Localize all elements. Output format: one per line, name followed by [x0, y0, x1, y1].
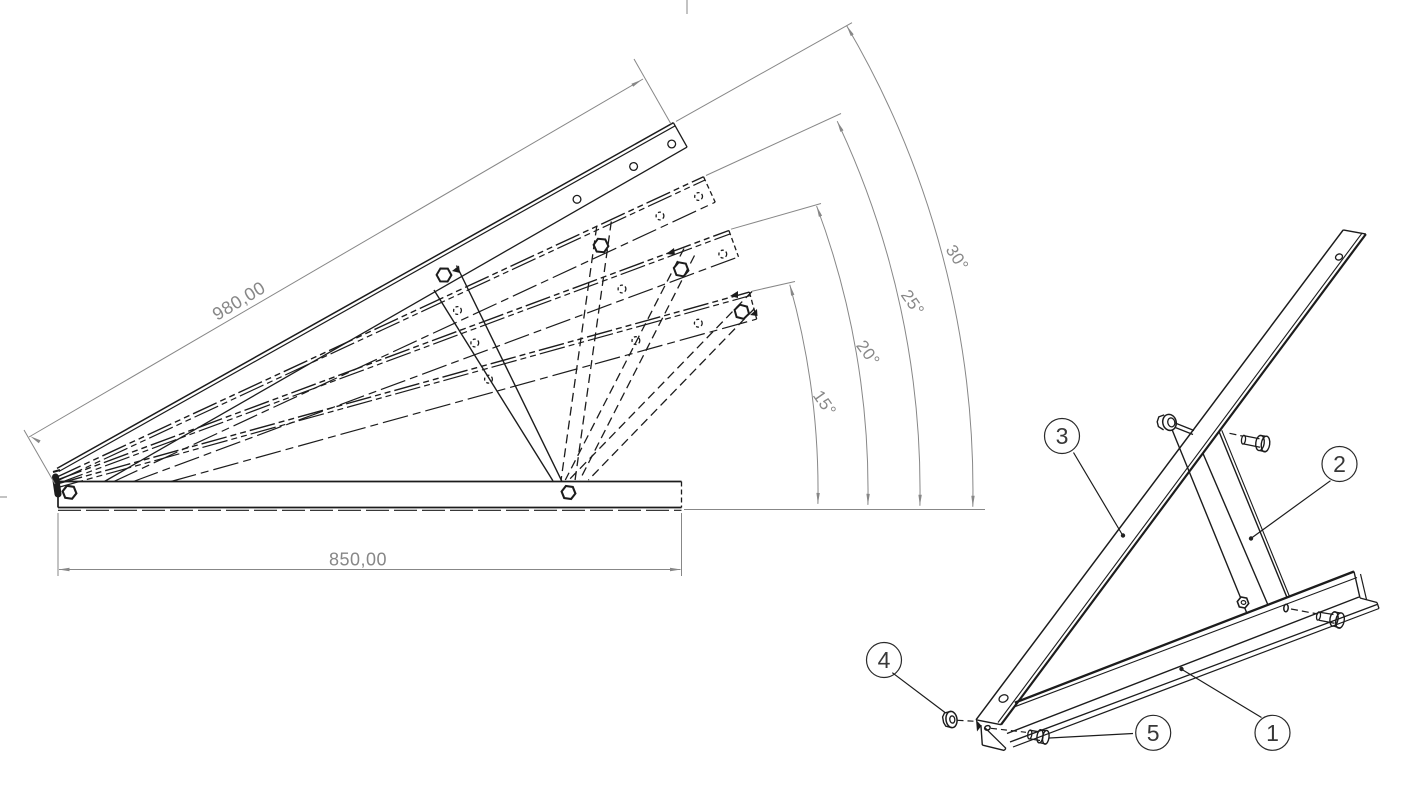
svg-text:1: 1 — [1266, 720, 1279, 746]
svg-text:4: 4 — [878, 647, 891, 673]
svg-text:3: 3 — [1056, 423, 1069, 449]
svg-text:5: 5 — [1147, 720, 1160, 746]
svg-text:850,00: 850,00 — [329, 550, 387, 570]
svg-text:2: 2 — [1333, 451, 1346, 477]
